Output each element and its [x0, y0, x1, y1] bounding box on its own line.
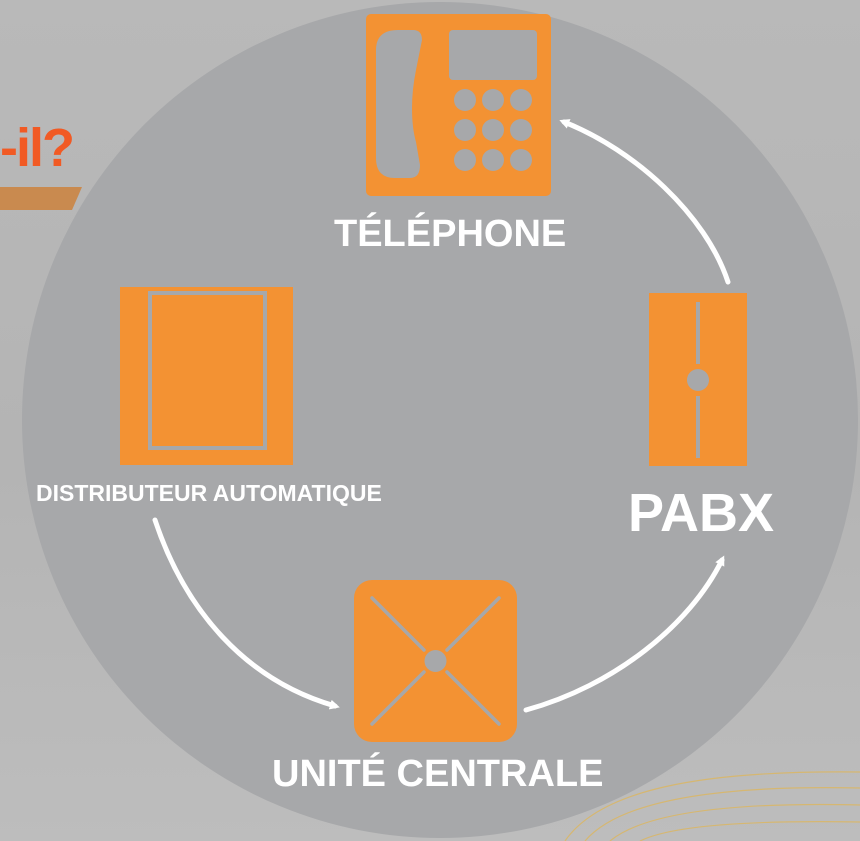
background-circle [22, 2, 858, 838]
orange-band [0, 187, 82, 210]
pabx-cabinet-icon [649, 293, 747, 466]
partial-title: -il? [0, 118, 75, 178]
central-unit-icon [354, 580, 517, 742]
distributeur-label: DISTRIBUTEUR AUTOMATIQUE [36, 480, 382, 506]
decorative-lines [564, 771, 860, 841]
arrow-unite-to-pabx [523, 555, 725, 713]
pabx-label: PABX [628, 483, 775, 543]
desk-telephone-icon [366, 14, 551, 196]
unite-centrale-label: UNITÉ CENTRALE [272, 753, 604, 795]
vending-machine-icon [120, 287, 293, 465]
telephone-label: TÉLÉPHONE [334, 213, 567, 255]
arrow-pabx-to-telephone [559, 119, 731, 285]
arrow-distributeur-to-unite [152, 517, 340, 710]
